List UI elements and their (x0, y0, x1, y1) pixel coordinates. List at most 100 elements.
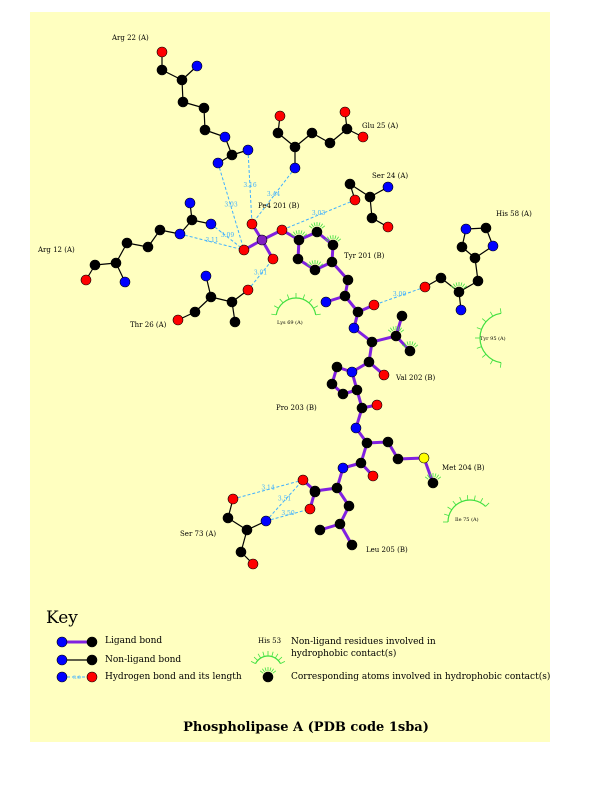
atom-n (348, 322, 360, 334)
atom-c (235, 546, 247, 558)
atom-o (276, 224, 288, 236)
atom-c (198, 102, 210, 114)
key-sample-residue: His 53 (258, 637, 282, 645)
atom-c (205, 291, 217, 303)
ile75-hydrophobic-arc (443, 495, 490, 523)
hbond-distance-label: 3.44 (267, 191, 281, 198)
atom-o (246, 218, 258, 230)
atom-n (289, 162, 301, 174)
hbond-distance-label: 3.14 (261, 485, 275, 492)
hydrophobic-contact-marker (306, 260, 324, 267)
residue-label-val202: Val 202 (B) (395, 374, 436, 382)
atom-c (292, 253, 304, 265)
atom-o (368, 299, 380, 311)
hydrophobic-contact-marker (324, 235, 342, 242)
atom-c (344, 178, 356, 190)
hydrogen-bond (281, 199, 356, 231)
hbond-distance-label: 3.51 (278, 496, 291, 503)
residue-label-met204: Met 204 (B) (442, 464, 485, 472)
hydrogen-bond (232, 479, 304, 500)
atom-o (247, 558, 259, 570)
hydrogen-bond (210, 223, 245, 251)
atom-n (260, 515, 272, 527)
atom-o (274, 110, 286, 122)
hydrogen-bond (373, 286, 426, 306)
key-hydrophobic-arc-sample (250, 651, 286, 665)
atom-c (355, 457, 367, 469)
atom-o (419, 281, 431, 293)
residue-label-arg12: Arg 12 (A) (37, 246, 75, 254)
hydrogen-bond (265, 479, 304, 522)
atom-c (326, 256, 338, 268)
atom-c (346, 539, 358, 551)
atom-n (320, 296, 332, 308)
figure-caption: Phospholipase A (PDB code 1sba) (183, 720, 429, 735)
key-hydrophobic-residue-label: Non-ligand residues involved in hydropho… (291, 637, 436, 659)
hbond-distance-label: 3.00 (393, 291, 407, 298)
atom-c (229, 316, 241, 328)
residue-label-lys69: Lys 69 (A) (277, 319, 303, 326)
atom-c (309, 264, 321, 276)
residue-label-arg22: Arg 22 (A) (111, 34, 149, 42)
atom-c (427, 477, 439, 489)
atom-c (272, 127, 284, 139)
atom-c (435, 272, 447, 284)
hydrogen-bond (179, 233, 245, 251)
atom-c (404, 345, 416, 357)
atom-c (226, 149, 238, 161)
hydrophobic-contact-marker (290, 230, 308, 237)
atom-c (343, 500, 355, 512)
atom-c (110, 257, 122, 269)
atom-o (242, 284, 254, 296)
atom-n (455, 304, 467, 316)
residue-label-tyr201: Tyr 201 (B) (344, 252, 385, 260)
atom-n (350, 422, 362, 434)
atom-c (361, 437, 373, 449)
atom-n (487, 240, 499, 252)
atom-c (334, 518, 346, 530)
hydrophobic-contact-marker (308, 222, 326, 229)
hydrogen-bond (217, 162, 245, 251)
atom-c (324, 137, 336, 149)
atom-o (371, 399, 383, 411)
atom-c (142, 241, 154, 253)
atom-c (453, 286, 465, 298)
residue-label-ser73: Ser 73 (A) (180, 530, 216, 538)
atom-n (184, 197, 196, 209)
hbond-distance-label: 3.03 (312, 210, 326, 217)
residue-label-ile75: Ile 75 (A) (455, 516, 479, 523)
atom-c (396, 310, 408, 322)
atoms-layer (80, 46, 499, 570)
residue-label-pe4: Pe4 201 (B) (258, 202, 300, 210)
atom-c (89, 259, 101, 271)
key-atom-n (56, 671, 68, 683)
atom-c (366, 212, 378, 224)
atom-c (352, 306, 364, 318)
atom-c (121, 237, 133, 249)
lys69-hydrophobic-arc (271, 293, 321, 316)
hydrogen-bond (247, 258, 274, 291)
residue-label-his58: His 58 (A) (496, 210, 532, 218)
residue-label-ser24: Ser 24 (A) (372, 172, 408, 180)
key-atom-c (86, 636, 98, 648)
atom-c (351, 384, 363, 396)
atom-c (382, 436, 394, 448)
key-symbols: 3.0 (56, 636, 277, 683)
key-hbond-sample-value: 3.0 (73, 675, 81, 681)
hydrophobic-contact-marker (387, 326, 405, 333)
key-hydrophobic-atom (262, 671, 274, 683)
atom-o (304, 503, 316, 515)
atom-c (366, 336, 378, 348)
atom-o (156, 46, 168, 58)
atom-c (341, 123, 353, 135)
key-nonligand-bond-label: Non-ligand bond (105, 655, 182, 665)
hbond-distance-label: 3.09 (221, 232, 235, 239)
residue-label-tyr95: Tyr 95 (A) (480, 335, 506, 342)
atom-n (382, 181, 394, 193)
atom-n (205, 218, 217, 230)
diagram-panel (30, 12, 550, 742)
residue-label-leu205: Leu 205 (B) (366, 546, 408, 554)
hydrogen-bond (265, 508, 311, 522)
atom-o (227, 493, 239, 505)
